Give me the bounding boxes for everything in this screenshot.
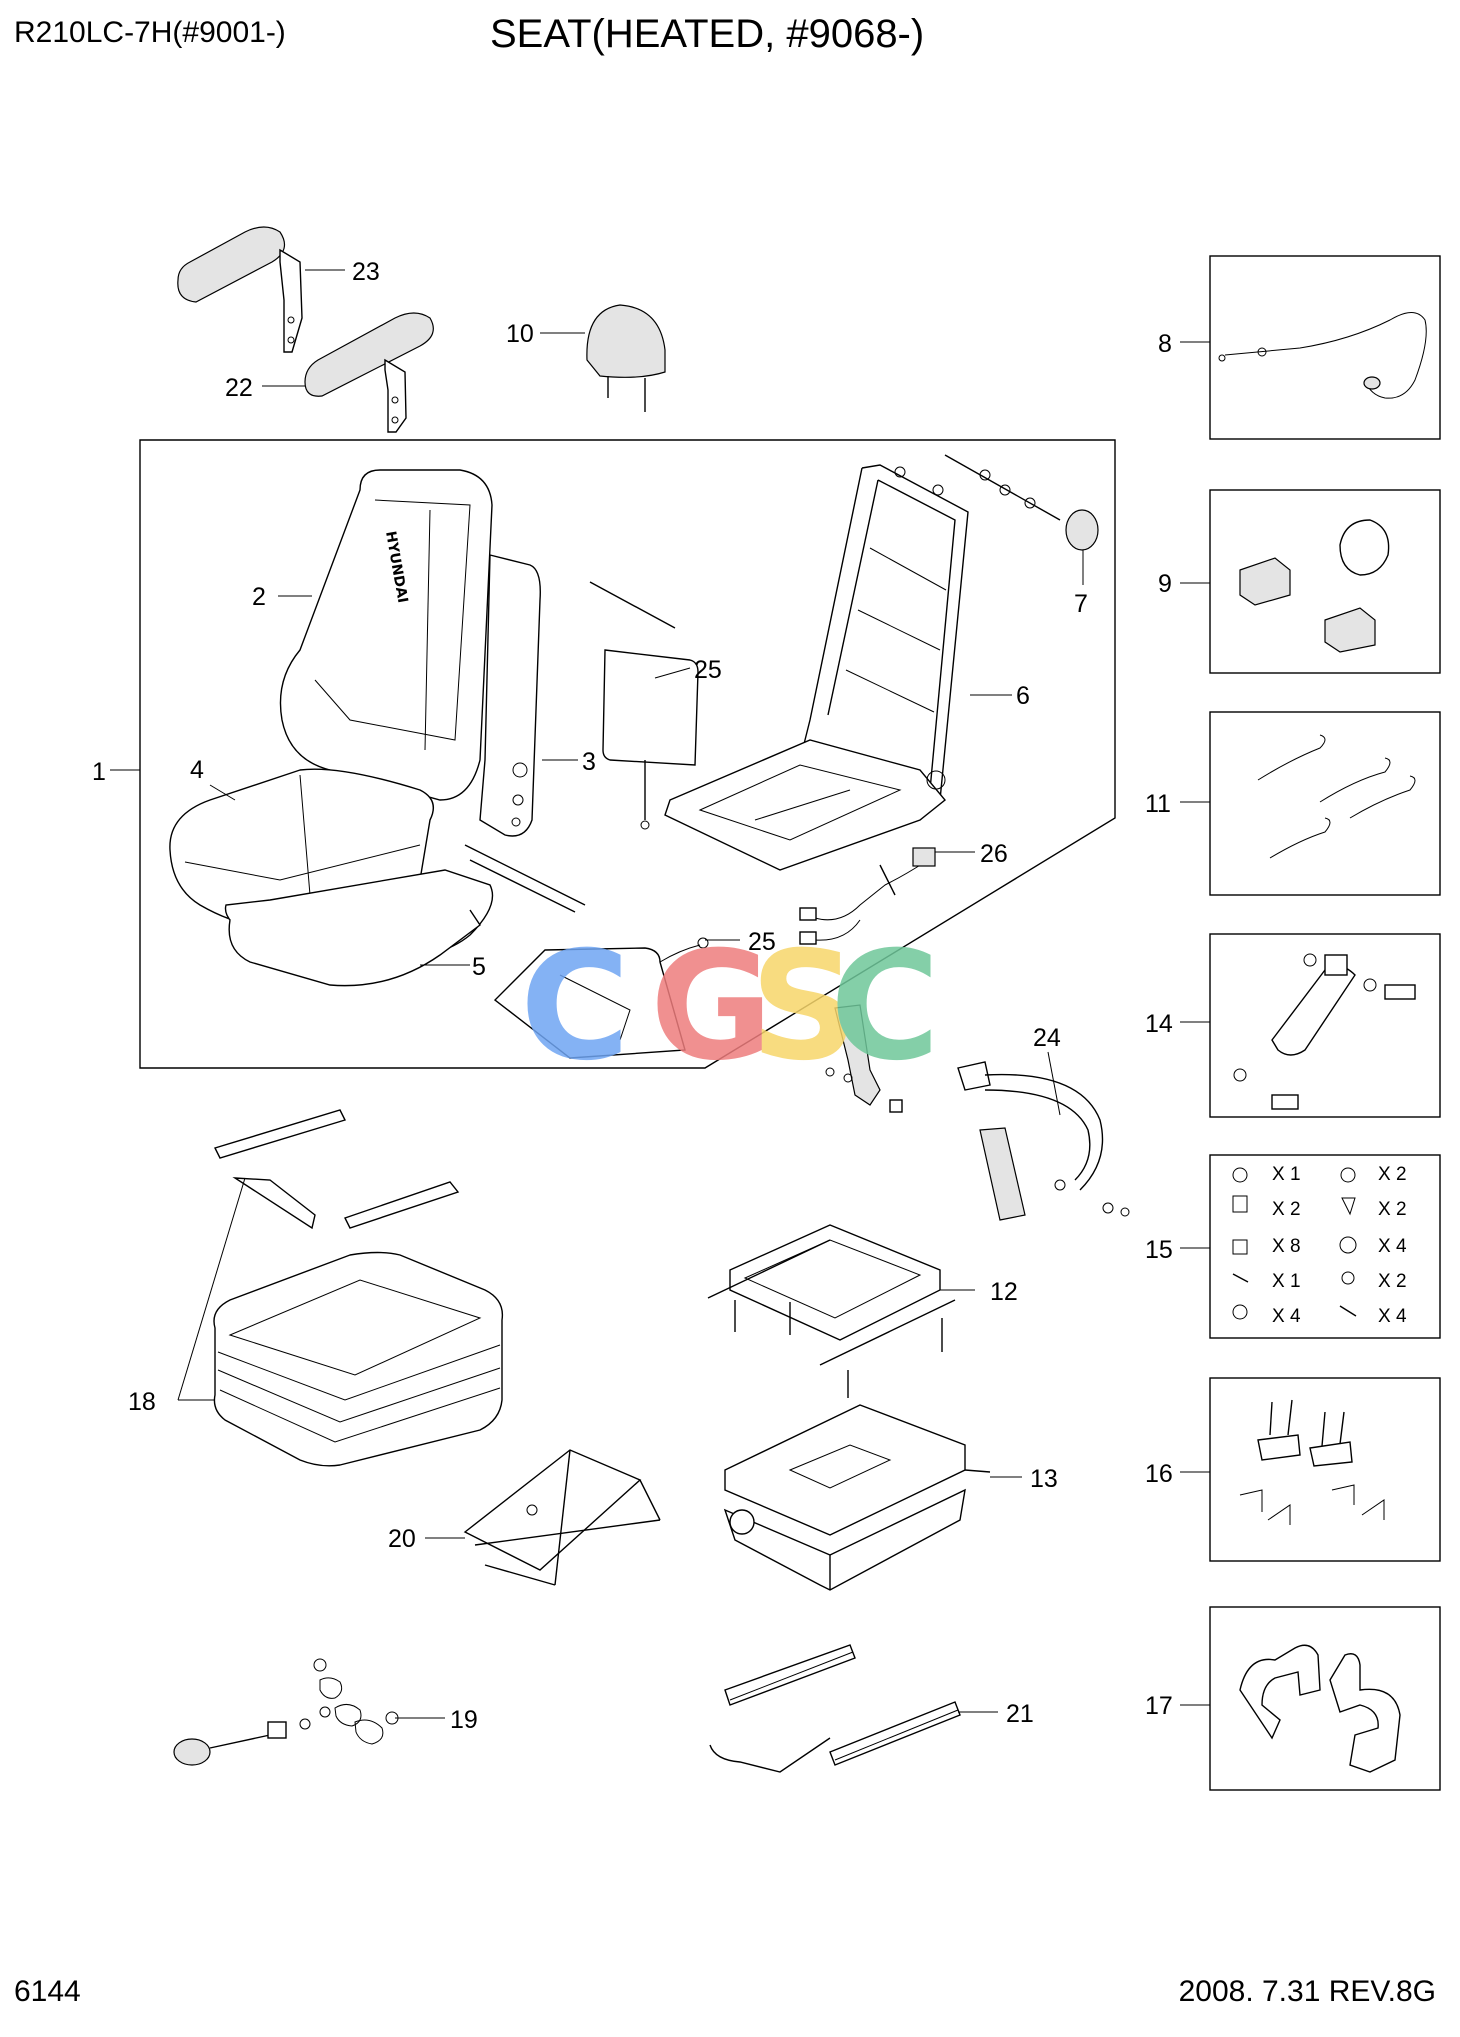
qty-label: X 2 xyxy=(1378,1164,1407,1185)
model-number: R210LC-7H(#9001-) xyxy=(14,16,286,49)
armrest-22 xyxy=(304,312,434,433)
detail-box-11 xyxy=(1209,711,1441,896)
qty-label: X 1 xyxy=(1272,1271,1301,1292)
callout-13: 13 xyxy=(1030,1465,1058,1493)
callout-1: 1 xyxy=(92,758,106,786)
qty-label: X 8 xyxy=(1272,1236,1301,1257)
callout-23: 23 xyxy=(352,258,380,286)
revision-date: 2008. 7.31 REV.8G xyxy=(1178,1975,1436,2008)
seat-base-5 xyxy=(228,844,586,987)
callout-3: 3 xyxy=(582,748,596,776)
suspension-13 xyxy=(723,1404,991,1591)
qty-label: X 4 xyxy=(1272,1306,1301,1327)
suspension-frame-20 xyxy=(463,1449,661,1586)
callout-24: 24 xyxy=(1033,1024,1061,1052)
callout-19: 19 xyxy=(450,1706,478,1734)
qty-label: X 4 xyxy=(1378,1306,1407,1327)
callout-2: 2 xyxy=(252,583,266,611)
callout-labels: 1 2 3 4 5 6 7 8 9 10 11 12 13 14 15 16 1… xyxy=(92,258,1173,1734)
slide-rail-assembly-12 xyxy=(707,1224,956,1398)
seat-belt-24 xyxy=(957,1061,1130,1221)
callout-10: 10 xyxy=(506,320,534,348)
detail-box-8 xyxy=(1209,255,1441,440)
qty-label: X 2 xyxy=(1272,1199,1301,1220)
seat-rails-21 xyxy=(709,1644,961,1773)
watermark-letter: G xyxy=(650,920,773,1094)
detail-box-9 xyxy=(1209,489,1441,674)
callout-25-seat: 25 xyxy=(748,928,776,956)
detail-box-16 xyxy=(1209,1377,1441,1562)
callout-17: 17 xyxy=(1145,1692,1173,1720)
page-number: 6144 xyxy=(14,1975,81,2008)
callout-8: 8 xyxy=(1158,330,1172,358)
callout-22: 22 xyxy=(225,374,253,402)
lumbar-knob-7 xyxy=(944,454,1099,551)
page-title: SEAT(HEATED, #9068-) xyxy=(490,12,925,56)
callout-4: 4 xyxy=(190,756,204,784)
backrest-cushion-2: HYUNDAI xyxy=(279,469,541,837)
callout-12: 12 xyxy=(990,1278,1018,1306)
callout-15: 15 xyxy=(1145,1236,1173,1264)
assembly-frame xyxy=(139,439,1116,1069)
backrest-frame-6 xyxy=(664,464,969,871)
detail-box-17 xyxy=(1209,1606,1441,1791)
bellows-18 xyxy=(213,1109,504,1467)
leader-lines xyxy=(110,269,1210,1719)
callout-11: 11 xyxy=(1145,790,1171,818)
callout-20: 20 xyxy=(388,1525,416,1553)
callout-25-back: 25 xyxy=(694,656,722,684)
callout-26: 26 xyxy=(980,840,1008,868)
qty-label: X 1 xyxy=(1272,1164,1301,1185)
detail-box-14 xyxy=(1209,933,1441,1118)
heater-pad-25-seat xyxy=(493,937,709,1059)
callout-5: 5 xyxy=(472,953,486,981)
qty-label: X 2 xyxy=(1378,1199,1407,1220)
callout-6: 6 xyxy=(1016,682,1030,710)
qty-label: X 2 xyxy=(1378,1271,1407,1292)
callout-7: 7 xyxy=(1074,590,1088,618)
callout-14: 14 xyxy=(1145,1010,1173,1038)
detail-box-15: X 1 X 2 X 2 X 2 X 8 X 4 X 1 X 2 X 4 X 4 xyxy=(1209,1154,1441,1339)
watermark-letter: S xyxy=(750,920,858,1094)
lever-knob-19 xyxy=(173,1658,399,1766)
watermark-logo: C G S C xyxy=(520,920,940,1094)
qty-label: X 4 xyxy=(1378,1236,1407,1257)
callout-9: 9 xyxy=(1158,570,1172,598)
headrest-10 xyxy=(586,304,666,412)
wire-harness-26 xyxy=(799,847,936,945)
belt-buckle-bracket xyxy=(825,1004,903,1113)
callout-16: 16 xyxy=(1145,1460,1173,1488)
armrest-23 xyxy=(177,226,303,353)
watermark-letter: C xyxy=(520,920,630,1094)
watermark-letter: C xyxy=(830,920,940,1094)
callout-18: 18 xyxy=(128,1388,156,1416)
callout-21: 21 xyxy=(1006,1700,1034,1728)
heater-pad-25-back xyxy=(589,581,699,830)
